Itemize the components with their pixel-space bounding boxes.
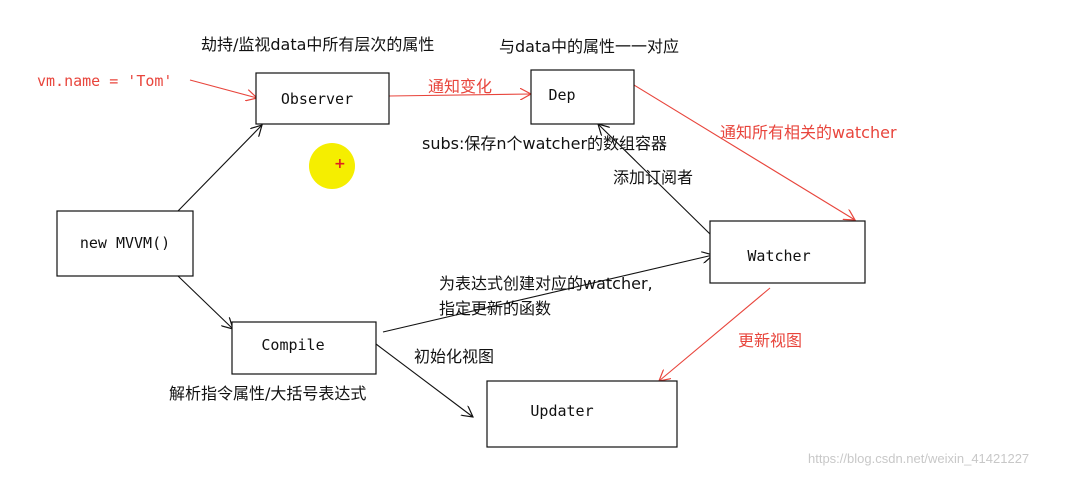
node-watcher-label: Watcher <box>747 247 810 265</box>
node-mvvm: new MVVM() <box>56 210 194 277</box>
annotation-subs: subs:保存n个watcher的数组容器 <box>422 134 668 153</box>
annotation-create-watcher-line2: 指定更新的函数 <box>439 299 552 318</box>
annotation-parse-directives: 解析指令属性/大括号表达式 <box>169 384 367 403</box>
annotation-add-subscriber: 添加订阅者 <box>613 168 694 187</box>
cursor-highlight <box>309 143 355 189</box>
annotation-create-watcher-line1: 为表达式创建对应的watcher, <box>439 274 653 293</box>
annotation-notify-watchers: 通知所有相关的watcher <box>720 123 897 142</box>
node-updater-label: Updater <box>530 402 593 420</box>
edge-observer-to-dep <box>388 94 531 96</box>
node-mvvm-label: new MVVM() <box>80 234 170 252</box>
edge-compile-to-watcher <box>382 255 713 333</box>
cursor-crosshair-icon: + <box>334 156 346 172</box>
watermark: https://blog.csdn.net/weixin_41421227 <box>808 451 1030 466</box>
edge-watcher-to-dep <box>598 124 711 235</box>
node-updater: Updater <box>486 380 678 448</box>
node-observer: Observer <box>255 72 390 125</box>
edge-mvvm-to-compile <box>177 275 233 329</box>
edge-dep-to-watcher <box>633 84 855 220</box>
edge-compile-to-updater <box>375 343 473 417</box>
edge-mvvm-to-observer <box>177 125 262 212</box>
annotation-notify-change: 通知变化 <box>428 77 493 96</box>
node-dep: Dep <box>530 69 635 125</box>
node-dep-label: Dep <box>548 86 575 104</box>
annotation-dep-map: 与data中的属性一一对应 <box>499 37 680 56</box>
annotation-vm-name: vm.name = 'Tom' <box>37 72 173 90</box>
edge-watcher-to-updater <box>659 287 771 381</box>
annotation-update-view: 更新视图 <box>738 331 803 350</box>
edge-vm-to-observer <box>189 79 257 98</box>
node-observer-label: Observer <box>281 90 353 108</box>
annotation-init-view: 初始化视图 <box>414 347 495 366</box>
node-compile: Compile <box>231 321 377 375</box>
node-watcher: Watcher <box>709 220 866 284</box>
annotation-hijack: 劫持/监视data中所有层次的属性 <box>201 35 435 54</box>
node-compile-label: Compile <box>261 336 324 354</box>
